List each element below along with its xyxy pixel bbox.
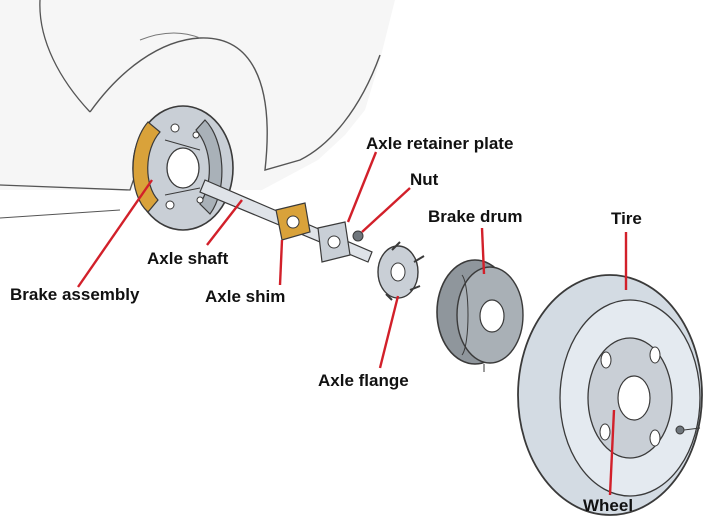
label-axle-shim: Axle shim (205, 287, 286, 306)
leader-nut (361, 187, 411, 233)
leader-lines (77, 151, 628, 496)
label-brake-assembly: Brake assembly (10, 285, 140, 304)
brake-assembly-drawing (132, 105, 234, 231)
leader-brake-drum (480, 227, 486, 275)
tire-drawing (517, 274, 703, 516)
label-axle-shaft: Axle shaft (147, 249, 229, 268)
axle-shim-drawing (275, 202, 311, 241)
label-nut: Nut (410, 170, 439, 189)
leader-brake-assembly (77, 179, 153, 288)
leader-wheel (608, 409, 616, 496)
axle-retainer-plate-drawing (317, 221, 351, 263)
label-axle-flange: Axle flange (318, 371, 409, 390)
label-wheel: Wheel (583, 496, 634, 515)
label-tire: Tire (611, 209, 642, 228)
leader-axle-retainer-plate (346, 151, 378, 223)
axle-flange-drawing (377, 241, 425, 301)
leader-axle-flange (378, 295, 400, 369)
label-brake-drum: Brake drum (428, 207, 523, 226)
leader-axle-shim (278, 239, 284, 286)
brake-drum-drawing (436, 259, 524, 372)
nut-drawing (352, 230, 364, 242)
label-axle-retainer-plate: Axle retainer plate (366, 134, 514, 153)
leader-axle-shaft (206, 199, 243, 246)
